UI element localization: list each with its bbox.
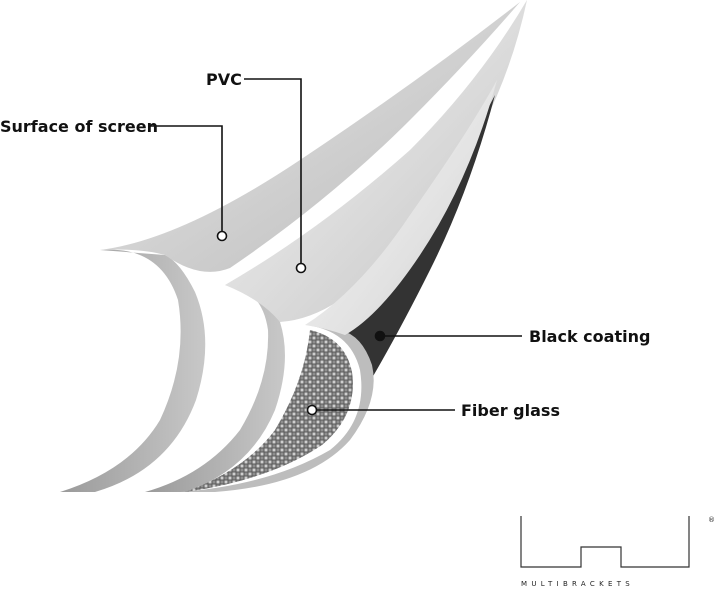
brand-name: MULTIBRACKETS	[521, 580, 634, 588]
registered-mark: ®	[708, 516, 715, 524]
black-coating-marker	[374, 330, 386, 342]
surface-marker	[216, 230, 228, 242]
label-surface-of-screen: Surface of screen	[0, 117, 158, 136]
label-black-coating: Black coating	[529, 327, 650, 346]
surface-leader	[150, 125, 223, 236]
surface-layer	[60, 2, 520, 492]
label-fiber-glass: Fiber glass	[461, 401, 560, 420]
logo-mark	[520, 516, 690, 568]
pvc-leader	[244, 78, 302, 268]
multibrackets-logo: MULTIBRACKETS ®	[520, 516, 715, 588]
callout-markers	[216, 230, 386, 416]
label-pvc: PVC	[206, 70, 242, 89]
pvc-marker	[295, 262, 307, 274]
callout-lines	[150, 78, 522, 411]
fiber-glass-layer	[180, 80, 497, 492]
fiber-glass-marker	[306, 404, 318, 416]
